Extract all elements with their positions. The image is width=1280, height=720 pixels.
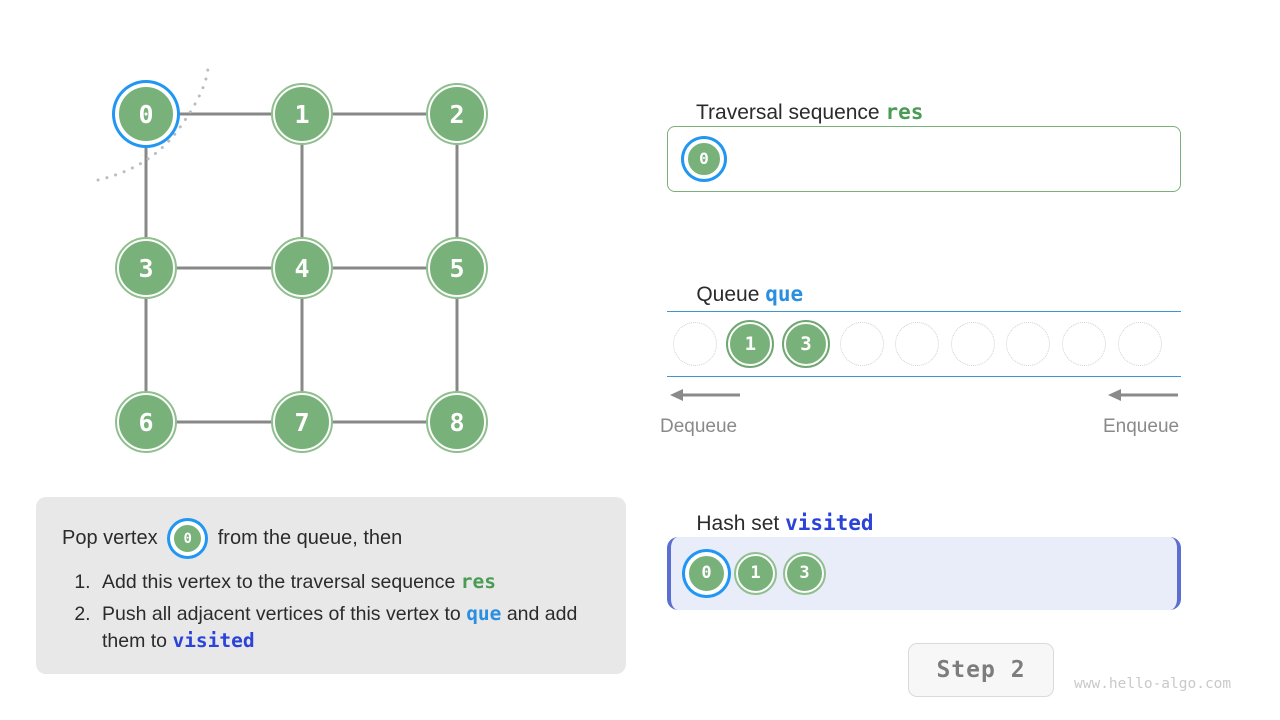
caption-step: Add this vertex to the traversal sequenc… [96, 569, 596, 596]
set-section-title: Hash set visited [673, 487, 874, 560]
queue-title-text: Queue [696, 283, 766, 306]
set-title-text: Hash set [696, 512, 786, 535]
queue-slot-7 [1061, 322, 1106, 366]
step-varname-res: res [460, 570, 497, 593]
step-text: and add them to [102, 602, 578, 652]
queue-title-varname: que [765, 282, 804, 306]
caption-lead-after: from the queue, then [212, 527, 403, 549]
graph-node-3[interactable]: 3 [115, 237, 177, 299]
step-text: Add this vertex to the traversal sequenc… [102, 571, 461, 593]
graph-node-7[interactable]: 7 [271, 391, 333, 453]
graph-node-0[interactable]: 0 [117, 85, 175, 143]
queue-slot-8 [1117, 322, 1162, 366]
graph-node-4[interactable]: 4 [271, 237, 333, 299]
queue-slot-4 [895, 322, 940, 366]
graph-node-1[interactable]: 1 [271, 83, 333, 145]
queue-slot-0 [672, 322, 717, 366]
queue-slot-2: 3 [781, 320, 830, 368]
caption-box: Pop vertex 0 from the queue, then Add th… [36, 497, 626, 674]
graph-panel: 0 1 2 3 4 5 6 7 8 [0, 0, 640, 500]
traversal-sequence-box: 0 [667, 126, 1181, 192]
queue-slot-5 [950, 322, 995, 366]
queue-slot-3 [839, 322, 884, 366]
res-title-text: Traversal sequence [695, 101, 886, 124]
visited-item-1: 1 [734, 552, 777, 595]
set-title-varname: visited [785, 511, 874, 535]
dequeue-arrow-icon [670, 389, 740, 401]
step-badge: Step 2 [908, 643, 1054, 697]
graph-node-8[interactable]: 8 [426, 391, 488, 453]
step-varname-visited: visited [172, 628, 255, 652]
caption-vertex-node: 0 [172, 523, 204, 554]
visited-item-0: 0 [687, 554, 726, 593]
caption-step: Push all adjacent vertices of this verte… [96, 601, 596, 655]
step-varname-que: que [466, 601, 502, 625]
enqueue-label: Enqueue [1103, 416, 1180, 437]
queue-slot-1: 1 [726, 320, 775, 368]
res-title-varname: res [885, 100, 924, 124]
watermark: www.hello-algo.com [1074, 676, 1232, 692]
queue-slot-6 [1006, 322, 1051, 366]
queue-section-title: Queue que [673, 258, 803, 331]
enqueue-arrow-icon [1108, 389, 1178, 401]
res-section-title: Traversal sequence res [673, 76, 923, 149]
caption-step-list: Add this vertex to the traversal sequenc… [62, 569, 596, 655]
visited-item-3: 3 [783, 552, 826, 595]
graph-node-6[interactable]: 6 [115, 391, 177, 453]
res-item-0: 0 [686, 141, 722, 177]
graph-node-5[interactable]: 5 [426, 237, 488, 299]
dequeue-label: Dequeue [660, 416, 738, 437]
graph-node-2[interactable]: 2 [426, 83, 488, 145]
step-text: Push all adjacent vertices of this verte… [102, 602, 467, 625]
caption-headline: Pop vertex 0 from the queue, then [62, 523, 596, 554]
caption-lead-before: Pop vertex [62, 527, 164, 549]
